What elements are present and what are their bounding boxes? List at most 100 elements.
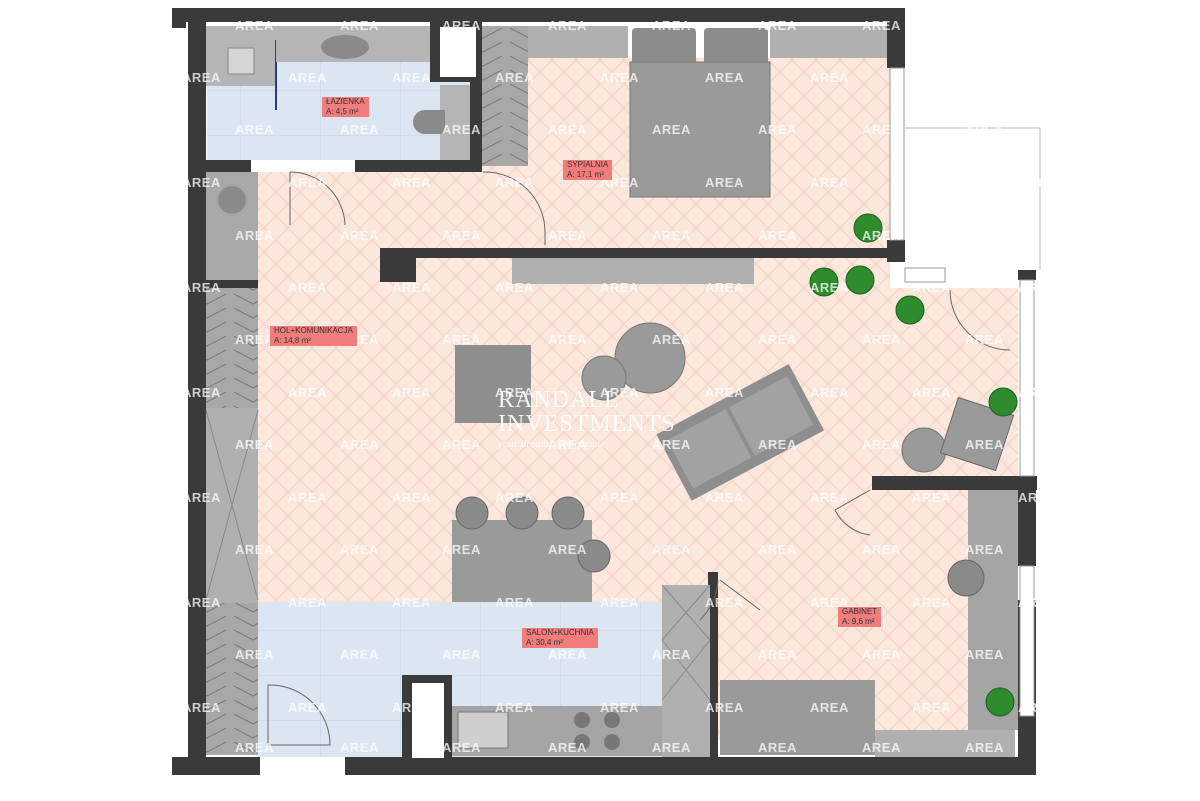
- watermark-text: AREA: [182, 700, 221, 715]
- watermark-text: AREA: [965, 332, 1004, 347]
- watermark-text: AREA: [862, 542, 901, 557]
- watermark-text: AREA: [965, 122, 1004, 137]
- watermark-text: AREA: [235, 122, 274, 137]
- watermark-text: AREA: [912, 700, 951, 715]
- watermark-text: AREA: [182, 280, 221, 295]
- room-label-bedroom: SYPIALNIA A: 17,1 m²: [563, 160, 613, 180]
- watermark-text: AREA: [288, 175, 327, 190]
- room-label-office: GABINET A: 9,6 m²: [838, 607, 882, 627]
- watermark-text: AREA: [600, 280, 639, 295]
- watermark-text: AREA: [442, 228, 481, 243]
- watermark-text: AREA: [652, 647, 691, 662]
- room-name: SALON+KUCHNIA: [522, 628, 598, 638]
- watermark-text: AREA: [442, 740, 481, 755]
- watermark-text: AREA: [1018, 490, 1057, 505]
- watermark-text: AREA: [1018, 175, 1057, 190]
- watermark-text: AREA: [182, 490, 221, 505]
- room-label-bathroom: ŁAZIENKA A: 4,5 m²: [322, 97, 369, 117]
- watermark-text: AREA: [1018, 595, 1057, 610]
- room-label-hall: HOL+KOMUNIKACJA A: 14,8 m²: [270, 326, 357, 346]
- bedroom-furniture: [482, 26, 887, 198]
- room-area: A: 17,1 m²: [563, 170, 613, 180]
- watermark-text: AREA: [862, 647, 901, 662]
- windows: [889, 67, 1035, 717]
- watermark-text: AREA: [705, 175, 744, 190]
- watermark-text: AREA: [912, 595, 951, 610]
- watermark-text: AREA: [912, 175, 951, 190]
- watermark-text: AREA: [495, 700, 534, 715]
- watermark-text: AREA: [548, 18, 587, 33]
- watermark-text: AREA: [340, 228, 379, 243]
- room-name: HOL+KOMUNIKACJA: [270, 326, 357, 336]
- watermark-text: AREA: [810, 175, 849, 190]
- watermark-text: AREA: [705, 595, 744, 610]
- watermark-text: AREA: [758, 332, 797, 347]
- watermark-text: AREA: [810, 490, 849, 505]
- watermark-text: AREA: [1018, 700, 1057, 715]
- watermark-text: AREA: [1018, 385, 1057, 400]
- watermark-text: AREA: [392, 490, 431, 505]
- watermark-text: AREA: [810, 385, 849, 400]
- watermark-text: AREA: [340, 437, 379, 452]
- watermark-text: AREA: [495, 595, 534, 610]
- watermark-text: AREA: [705, 70, 744, 85]
- watermark-text: AREA: [340, 18, 379, 33]
- watermark-text: AREA: [288, 70, 327, 85]
- watermark-text: AREA: [862, 332, 901, 347]
- watermark-text: AREA: [392, 385, 431, 400]
- watermark-text: AREA: [652, 122, 691, 137]
- room-area: A: 9,6 m²: [838, 617, 882, 627]
- watermark-text: AREA: [810, 70, 849, 85]
- watermark-text: AREA: [548, 228, 587, 243]
- kitchen-counters: [452, 584, 711, 757]
- brand-logo: RANDALL INVESTMENTS your dreams, your ho…: [498, 388, 676, 450]
- watermark-text: AREA: [442, 332, 481, 347]
- watermark-text: AREA: [442, 18, 481, 33]
- watermark-text: AREA: [600, 70, 639, 85]
- column-void: [412, 683, 444, 758]
- watermark-text: AREA: [1018, 70, 1057, 85]
- watermark-text: AREA: [758, 18, 797, 33]
- watermark-text: AREA: [340, 647, 379, 662]
- bathroom-fixtures: [206, 26, 470, 160]
- watermark-text: AREA: [600, 385, 639, 400]
- watermark-text: AREA: [442, 647, 481, 662]
- shaft-void: [440, 27, 476, 77]
- watermark-text: AREA: [758, 740, 797, 755]
- watermark-text: AREA: [442, 542, 481, 557]
- watermark-text: AREA: [288, 700, 327, 715]
- watermark-text: AREA: [1018, 280, 1057, 295]
- watermark-text: AREA: [288, 595, 327, 610]
- watermark-text: AREA: [862, 228, 901, 243]
- watermark-text: AREA: [392, 595, 431, 610]
- watermark-text: AREA: [705, 700, 744, 715]
- watermark-text: AREA: [548, 332, 587, 347]
- watermark-text: AREA: [182, 175, 221, 190]
- watermark-text: AREA: [912, 70, 951, 85]
- watermark-text: AREA: [810, 595, 849, 610]
- watermark-text: AREA: [862, 437, 901, 452]
- watermark-text: AREA: [862, 740, 901, 755]
- watermark-text: AREA: [810, 280, 849, 295]
- living-furniture: [452, 258, 825, 602]
- watermark-text: AREA: [705, 385, 744, 400]
- walls: [172, 8, 1037, 775]
- watermark-text: AREA: [548, 122, 587, 137]
- watermark-text: AREA: [652, 228, 691, 243]
- plants: [809, 213, 1018, 717]
- watermark-text: AREA: [705, 280, 744, 295]
- watermark-text: AREA: [652, 740, 691, 755]
- watermark-text: AREA: [392, 280, 431, 295]
- watermark-text: AREA: [288, 385, 327, 400]
- watermark-text: AREA: [548, 647, 587, 662]
- watermark-text: AREA: [495, 175, 534, 190]
- watermark-text: AREA: [182, 70, 221, 85]
- watermark-text: AREA: [965, 647, 1004, 662]
- watermark-text: AREA: [758, 437, 797, 452]
- watermark-text: AREA: [495, 70, 534, 85]
- watermark-text: AREA: [758, 122, 797, 137]
- watermark-text: AREA: [652, 18, 691, 33]
- watermark-text: AREA: [810, 700, 849, 715]
- dining-table: [452, 520, 592, 602]
- watermark-text: AREA: [965, 18, 1004, 33]
